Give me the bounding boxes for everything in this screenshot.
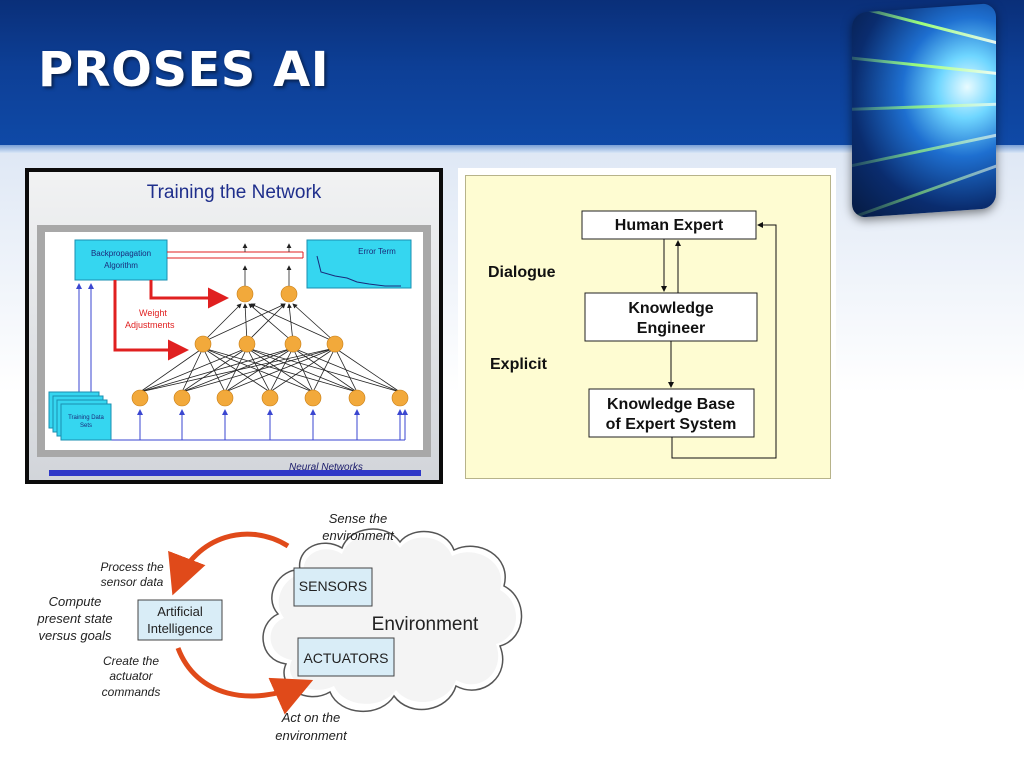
backpropagation-label: Backpropagation	[91, 249, 151, 258]
sense-arrow	[168, 531, 290, 596]
artificial-intelligence-box	[137, 599, 223, 641]
algorithm-label: Algorithm	[104, 261, 138, 270]
hidden-node	[194, 335, 212, 353]
actuators-box	[297, 637, 395, 677]
hidden-output-connections	[202, 303, 336, 343]
weight-adjustment-arrows	[113, 280, 229, 361]
act-arrow	[175, 647, 314, 715]
training-network-image: Training the Network	[25, 168, 443, 484]
actuators-label: ACTUATORS	[303, 650, 388, 666]
input-hidden-connections	[139, 346, 401, 393]
input-node	[216, 389, 234, 407]
training-data-sets	[48, 391, 112, 441]
sense-label-1: Sense the	[329, 511, 388, 526]
knowledge-base-label: Knowledge Base	[607, 396, 735, 413]
of-expert-system-label: of Expert System	[606, 416, 737, 433]
sets-label: Sets	[80, 423, 92, 429]
sensors-box	[293, 567, 373, 607]
light-rays-decoration-icon	[852, 2, 996, 219]
sensors-label: SENSORS	[299, 578, 367, 594]
training-network-title: Training the Network	[146, 182, 322, 203]
input-node	[391, 389, 409, 407]
create-label-2: actuator	[109, 669, 153, 683]
knowledge-base-box	[588, 388, 755, 438]
create-label-3: commands	[102, 685, 161, 699]
engineer-label: Engineer	[637, 320, 705, 337]
dialogue-label: Dialogue	[488, 264, 556, 281]
compute-label-1: Compute	[49, 594, 102, 609]
error-curve	[316, 255, 401, 287]
training-data-label: Training Data	[68, 415, 104, 421]
error-term-label: Error Term	[358, 247, 396, 256]
input-arrows	[76, 283, 408, 441]
act-label-1: Act on the	[281, 710, 341, 725]
adjustments-label: Adjustments	[125, 320, 175, 330]
backpropagation-box	[74, 239, 168, 281]
input-node	[173, 389, 191, 407]
expert-system-image: Human Expert Knowledge Engineer Knowledg…	[458, 168, 836, 484]
human-expert-box	[581, 210, 757, 240]
hidden-node	[238, 335, 256, 353]
process-label-1: Process the	[100, 560, 164, 574]
input-node	[261, 389, 279, 407]
diagram-area: Backpropagation Algorithm Weight Adjustm…	[45, 232, 423, 450]
network-nodes	[131, 285, 409, 407]
input-node	[304, 389, 322, 407]
environment-label: Environment	[372, 614, 479, 635]
weight-label: Weight	[139, 308, 167, 318]
input-node	[348, 389, 366, 407]
slide-title: PROSES AI	[38, 42, 330, 98]
explicit-label: Explicit	[490, 356, 548, 373]
process-label-2: sensor data	[101, 575, 164, 589]
header-divider	[0, 145, 1024, 153]
hidden-node	[326, 335, 344, 353]
compute-label-3: versus goals	[39, 628, 112, 643]
input-node	[131, 389, 149, 407]
hidden-node	[284, 335, 302, 353]
error-term-box	[306, 239, 412, 289]
create-label-1: Create the	[103, 654, 159, 668]
compute-label-2: present state	[36, 611, 112, 626]
knowledge-engineer-box	[584, 292, 758, 342]
neural-network-diagram: Backpropagation Algorithm Weight Adjustm…	[48, 239, 412, 441]
output-node	[236, 285, 254, 303]
neural-networks-footer: Neural Networks	[289, 462, 363, 473]
output-node	[280, 285, 298, 303]
ai-cycle-diagram: SENSORS ACTUATORS Environment Artificial…	[36, 511, 523, 743]
artificial-label: Artificial	[157, 604, 203, 619]
act-label-2: environment	[275, 728, 348, 743]
expert-system-diagram: Human Expert Knowledge Engineer Knowledg…	[488, 210, 777, 459]
footer-bar	[49, 470, 421, 476]
knowledge-label: Knowledge	[628, 300, 713, 317]
intelligence-label: Intelligence	[147, 621, 213, 636]
sense-label-2: environment	[322, 528, 395, 543]
human-expert-label: Human Expert	[615, 217, 724, 234]
